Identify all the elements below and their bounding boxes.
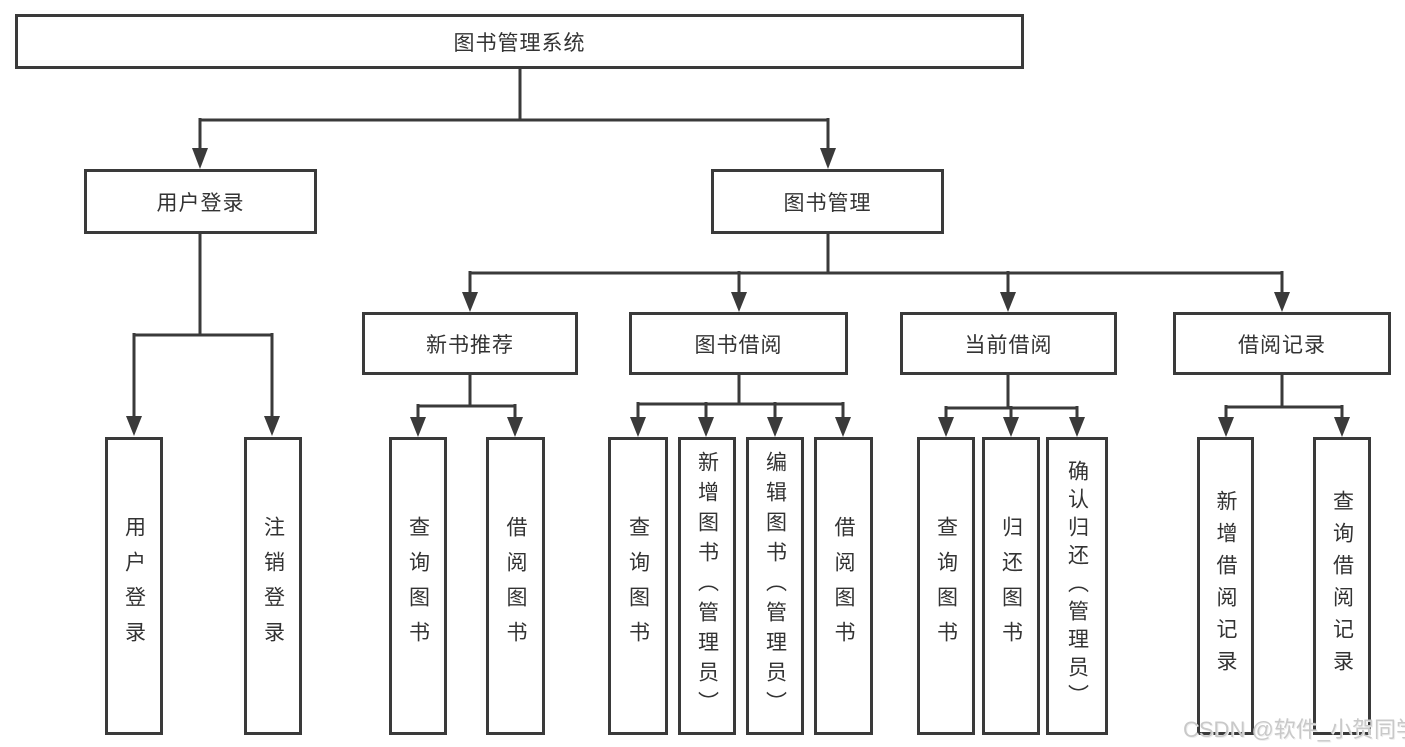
node-cb-confirm-return-admin: 确认归还（管理员）: [1046, 437, 1108, 735]
node-label: 图书管理: [783, 191, 872, 215]
connector-user-login-to-children: [126, 234, 280, 436]
node-library-management-system: 图书管理系统: [15, 14, 1024, 69]
connector-book-mgmt-to-children: [462, 234, 1290, 312]
node-label: 图书管理系统: [453, 31, 586, 55]
node-label: 新增借阅记录: [1214, 490, 1237, 682]
connector-current-borrowing-to-children: [938, 375, 1085, 437]
node-logout-leaf: 注销登录: [244, 437, 302, 735]
node-label: 借阅记录: [1238, 333, 1326, 357]
node-borrowing-records: 借阅记录: [1173, 312, 1391, 375]
node-label: 确认归还（管理员）: [1065, 460, 1089, 712]
node-user-login-leaf: 用户登录: [105, 437, 163, 735]
node-bb-borrow-books: 借阅图书: [814, 437, 873, 735]
node-new-book-recommendation: 新书推荐: [362, 312, 578, 375]
node-cb-query-books: 查询图书: [917, 437, 975, 735]
node-label: 用户登录: [122, 516, 146, 656]
node-label: 查询借阅记录: [1330, 490, 1354, 682]
node-br-add-record: 新增借阅记录: [1197, 437, 1254, 735]
node-label: 图书借阅: [694, 333, 783, 357]
node-label: 当前借阅: [964, 333, 1053, 357]
node-label: 新增图书（管理员）: [695, 451, 719, 721]
node-br-query-record: 查询借阅记录: [1313, 437, 1371, 735]
connector-borrowing-records-to-children: [1218, 375, 1350, 437]
node-nbr-query-books: 查询图书: [389, 437, 447, 735]
watermark: CSDN @软件_小贺同学: [1183, 717, 1405, 742]
node-book-management-module: 图书管理: [711, 169, 944, 234]
node-label: 编辑图书（管理员）: [763, 451, 787, 721]
node-label: 查询图书: [934, 516, 958, 656]
node-bb-edit-books-admin: 编辑图书（管理员）: [746, 437, 804, 735]
node-bb-query-books: 查询图书: [608, 437, 668, 735]
node-user-login-module: 用户登录: [84, 169, 317, 234]
node-label: 查询图书: [626, 516, 650, 656]
node-label: 借阅图书: [504, 516, 527, 656]
connector-root-to-level2: [192, 68, 836, 169]
node-book-borrowing: 图书借阅: [629, 312, 848, 375]
node-label: 查询图书: [406, 516, 430, 656]
node-nbr-borrow-books: 借阅图书: [486, 437, 545, 735]
node-label: 用户登录: [156, 191, 245, 215]
node-bb-add-books-admin: 新增图书（管理员）: [678, 437, 736, 735]
node-label: 借阅图书: [832, 516, 855, 656]
node-cb-return-books: 归还图书: [982, 437, 1040, 735]
node-label: 新书推荐: [426, 333, 514, 357]
connector-new-book-rec-to-children: [410, 375, 523, 437]
connector-book-borrowing-to-children: [630, 375, 851, 437]
node-label: 注销登录: [261, 516, 285, 656]
node-current-borrowing: 当前借阅: [900, 312, 1117, 375]
node-label: 归还图书: [999, 516, 1023, 656]
